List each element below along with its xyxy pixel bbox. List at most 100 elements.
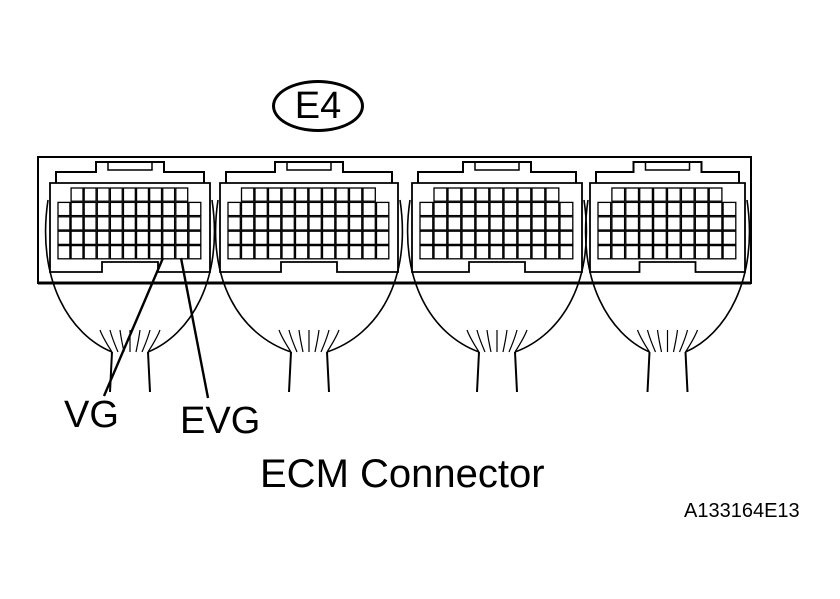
pin-cell bbox=[531, 244, 546, 260]
pin-cell bbox=[83, 201, 97, 217]
pin-cell bbox=[240, 230, 255, 246]
pin-cell bbox=[503, 187, 518, 202]
pin-cell bbox=[531, 201, 546, 217]
pin-cell bbox=[109, 201, 123, 217]
pin-cell bbox=[503, 244, 518, 260]
wire-strand bbox=[514, 329, 528, 353]
pin-label-vg: VG bbox=[64, 394, 119, 436]
pin-cell bbox=[96, 230, 110, 246]
leader-lines bbox=[102, 257, 210, 399]
pin-cell bbox=[419, 216, 434, 231]
pin-cell bbox=[267, 230, 282, 246]
wire-strand bbox=[672, 329, 679, 353]
pin-cell bbox=[375, 244, 390, 260]
pin-cell bbox=[625, 244, 640, 260]
pin-cell bbox=[639, 216, 654, 231]
pin-cell bbox=[419, 230, 434, 246]
pin-cell bbox=[419, 244, 434, 260]
pin-cell bbox=[96, 187, 110, 202]
pin-cell bbox=[321, 244, 336, 260]
pin-cell bbox=[694, 230, 709, 246]
pin-cell bbox=[162, 216, 176, 231]
pin-cell bbox=[362, 216, 376, 231]
pin-cell bbox=[461, 230, 476, 246]
pin-cell bbox=[708, 244, 723, 260]
pin-cell bbox=[109, 244, 123, 260]
pin-cell bbox=[489, 187, 504, 202]
pin-cell bbox=[188, 230, 202, 246]
pin-cell bbox=[433, 230, 448, 246]
pin-cell bbox=[722, 216, 737, 231]
wire-strand bbox=[135, 329, 141, 353]
pin-cell bbox=[109, 187, 123, 202]
pin-cell bbox=[135, 201, 150, 217]
pin-cell bbox=[294, 187, 309, 202]
pin-cell bbox=[70, 244, 84, 260]
pin-cell bbox=[267, 201, 282, 217]
leader-evg bbox=[179, 257, 210, 399]
pin-cell bbox=[503, 216, 518, 231]
harness-left-2 bbox=[214, 199, 292, 353]
pin-cell bbox=[611, 230, 626, 246]
pin-cell bbox=[83, 230, 97, 246]
pin-cell bbox=[188, 201, 202, 217]
pin-cell bbox=[375, 216, 390, 231]
pin-cell bbox=[281, 201, 295, 217]
pin-cell bbox=[162, 201, 176, 217]
wire-strand bbox=[320, 329, 330, 353]
pin-cell bbox=[666, 187, 681, 202]
pin-cell bbox=[475, 201, 490, 217]
pin-cell bbox=[96, 244, 110, 260]
pin-cell bbox=[362, 201, 376, 217]
pin-cell bbox=[517, 230, 532, 246]
pin-cell bbox=[254, 244, 268, 260]
wire-strand bbox=[656, 329, 663, 353]
harness-right-4 bbox=[685, 199, 751, 353]
wire-strand bbox=[109, 329, 119, 353]
connector-body bbox=[37, 156, 752, 285]
wire-strand bbox=[678, 329, 689, 353]
pin-cell bbox=[611, 244, 626, 260]
pin-cell bbox=[227, 230, 241, 246]
wire-strand bbox=[502, 329, 508, 353]
pin-cell bbox=[489, 244, 504, 260]
pin-cell bbox=[240, 201, 255, 217]
pin-cell bbox=[308, 187, 322, 202]
pin-cell bbox=[281, 187, 295, 202]
pin-cell bbox=[335, 201, 349, 217]
wire-strand bbox=[636, 329, 651, 353]
wire-strand bbox=[486, 329, 492, 353]
pin-cell bbox=[517, 201, 532, 217]
pin-cell bbox=[70, 201, 84, 217]
wire-strand bbox=[298, 329, 304, 353]
pin-cell bbox=[96, 216, 110, 231]
cable-1 bbox=[109, 351, 151, 393]
pin-cell bbox=[625, 201, 640, 217]
pin-label-evg: EVG bbox=[180, 400, 261, 442]
harness-left-1 bbox=[44, 199, 113, 353]
pin-cell bbox=[708, 187, 723, 202]
pin-cell bbox=[57, 201, 71, 217]
pin-cell bbox=[419, 201, 434, 217]
pin-cell bbox=[294, 216, 309, 231]
pin-cell bbox=[694, 187, 709, 202]
pin-cell bbox=[57, 244, 71, 260]
pin-cell bbox=[335, 244, 349, 260]
harness-right-2 bbox=[326, 199, 404, 353]
pin-cell bbox=[254, 230, 268, 246]
pin-cell bbox=[708, 201, 723, 217]
pin-cell bbox=[83, 216, 97, 231]
pin-cell bbox=[625, 216, 640, 231]
pin-cell bbox=[148, 187, 163, 202]
pin-cell bbox=[461, 201, 476, 217]
pin-cell bbox=[162, 244, 176, 260]
cable-2 bbox=[288, 351, 330, 393]
pin-cell bbox=[722, 244, 737, 260]
pin-cell bbox=[597, 201, 612, 217]
pin-cell bbox=[294, 244, 309, 260]
pin-cell bbox=[625, 230, 640, 246]
wire-strand bbox=[646, 329, 657, 353]
pin-cell bbox=[148, 201, 163, 217]
pin-cell bbox=[348, 216, 363, 231]
latch-tab-4 bbox=[595, 161, 740, 183]
